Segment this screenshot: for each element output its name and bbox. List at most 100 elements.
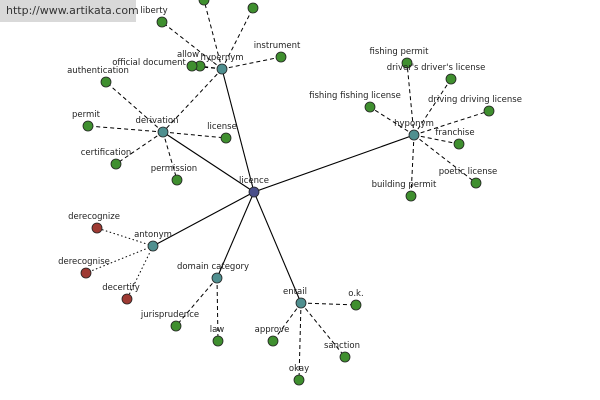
edge-der-permit <box>87 125 164 133</box>
node-h1top1[interactable] <box>198 0 210 6</box>
node-dom[interactable]: domain category <box>177 262 249 284</box>
node-label-drivers: driver's driver's license <box>387 63 486 73</box>
node-fishpermit[interactable]: fishing permit <box>370 47 430 69</box>
edge-der-cert <box>115 131 164 165</box>
node-dot-h1top2[interactable] <box>247 2 259 14</box>
node-dot-ant[interactable] <box>147 240 159 252</box>
node-label-poetic: poetic license <box>439 167 498 177</box>
edge-der-permission <box>162 131 178 181</box>
node-label-permission: permission <box>151 164 197 174</box>
node-dot-decert[interactable] <box>121 293 133 305</box>
node-ok[interactable]: o.k. <box>348 289 364 311</box>
node-derec1[interactable]: derecognize <box>68 212 120 234</box>
node-dot-poetic[interactable] <box>470 177 482 189</box>
node-dot-drivers[interactable] <box>445 73 457 85</box>
node-label-juris: jurisprudence <box>140 310 199 320</box>
edge-hyp2-fishlic <box>369 106 415 136</box>
edge-dom-juris <box>175 277 218 327</box>
node-sanction[interactable]: sanction <box>324 341 360 363</box>
node-dot-ok[interactable] <box>350 299 362 311</box>
node-ent[interactable]: entail <box>283 287 307 309</box>
edge-hyp2-building <box>410 134 415 197</box>
node-label-decert: decertify <box>102 283 140 293</box>
node-cert[interactable]: certification <box>81 148 132 170</box>
node-poetic[interactable]: poetic license <box>439 167 498 189</box>
node-dot-liberty[interactable] <box>156 16 168 28</box>
node-dot-auth[interactable] <box>100 76 112 88</box>
node-label-hyp1: hypernym <box>200 53 243 63</box>
node-franchise[interactable]: franchise <box>435 128 475 150</box>
node-dot-fishpermit[interactable] <box>401 57 413 69</box>
node-dot-ent[interactable] <box>295 297 307 309</box>
node-auth[interactable]: authentication <box>67 66 129 88</box>
node-decert[interactable]: decertify <box>102 283 140 305</box>
node-label-franchise: franchise <box>435 128 474 138</box>
node-hyp1[interactable]: hypernym <box>200 53 244 75</box>
edge-hyp1-offdoc <box>191 65 223 70</box>
node-approve[interactable]: approve <box>255 325 290 347</box>
node-der[interactable]: derivation <box>135 116 179 138</box>
node-dot-licence[interactable] <box>248 186 260 198</box>
node-okay[interactable]: okay <box>289 364 309 386</box>
node-dot-permission[interactable] <box>171 174 183 186</box>
node-liberty[interactable]: liberty <box>140 6 168 28</box>
node-hyp2[interactable]: hyponym <box>394 119 434 141</box>
node-offdoc[interactable]: official document <box>112 58 198 72</box>
node-ant[interactable]: antonym <box>134 230 172 252</box>
node-driving[interactable]: driving driving license <box>428 95 522 117</box>
node-dot-fishlic[interactable] <box>364 101 376 113</box>
node-label-law: law <box>210 325 225 335</box>
node-label-approve: approve <box>255 325 290 335</box>
node-derec2[interactable]: derecognise <box>58 257 110 279</box>
edge-hyp1-der <box>162 68 223 133</box>
edge-hyp1-h1top1 <box>203 0 223 70</box>
node-dot-cert[interactable] <box>110 158 122 170</box>
node-fishlic[interactable]: fishing fishing license <box>309 91 401 113</box>
edge-ent-okay <box>298 302 302 381</box>
node-dot-approve[interactable] <box>267 335 279 347</box>
node-license[interactable]: license <box>207 122 237 144</box>
edge-licence-hyp2 <box>253 134 415 193</box>
node-dot-franchise[interactable] <box>453 138 465 150</box>
node-building[interactable]: building permit <box>372 180 437 202</box>
node-dot-okay[interactable] <box>293 374 305 386</box>
node-dot-license[interactable] <box>220 132 232 144</box>
node-dot-hyp1[interactable] <box>216 63 228 75</box>
node-dot-building[interactable] <box>405 190 417 202</box>
node-dot-dom[interactable] <box>211 272 223 284</box>
node-dot-law[interactable] <box>212 335 224 347</box>
node-dot-driving[interactable] <box>483 105 495 117</box>
edge-licence-dom <box>216 191 255 279</box>
node-dot-derec1[interactable] <box>91 222 103 234</box>
node-dot-sanction[interactable] <box>339 351 351 363</box>
node-dot-permit[interactable] <box>82 120 94 132</box>
node-drivers[interactable]: driver's driver's license <box>387 63 486 85</box>
node-label-hyp2: hyponym <box>394 119 434 129</box>
node-dot-der[interactable] <box>157 126 169 138</box>
edge-dom-law <box>216 277 219 342</box>
source-url-link[interactable]: http://www.artikata.com <box>0 0 139 22</box>
node-permit[interactable]: permit <box>72 110 101 132</box>
node-dot-derec2[interactable] <box>80 267 92 279</box>
node-label-auth: authentication <box>67 66 129 76</box>
node-licence[interactable]: licence <box>239 176 269 198</box>
node-instrument[interactable]: instrument <box>254 41 301 63</box>
node-label-der: derivation <box>135 116 178 126</box>
node-dot-instrument[interactable] <box>275 51 287 63</box>
node-juris[interactable]: jurisprudence <box>140 310 199 332</box>
edge-hyp2-poetic <box>413 134 477 184</box>
node-h1top2[interactable] <box>247 2 259 14</box>
node-label-offdoc: official document <box>112 58 186 68</box>
node-dot-hyp2[interactable] <box>408 129 420 141</box>
node-dot-offdoc[interactable] <box>186 60 198 72</box>
node-label-okay: okay <box>289 364 309 374</box>
edge-hyp1-instrument <box>221 56 282 70</box>
edge-licence-ent <box>253 191 302 304</box>
edge-ant-derec2 <box>85 245 154 274</box>
edge-hyp2-franchise <box>413 134 460 145</box>
node-permission[interactable]: permission <box>151 164 197 186</box>
node-dot-h1top1[interactable] <box>198 0 210 6</box>
node-law[interactable]: law <box>210 325 225 347</box>
node-dot-juris[interactable] <box>170 320 182 332</box>
